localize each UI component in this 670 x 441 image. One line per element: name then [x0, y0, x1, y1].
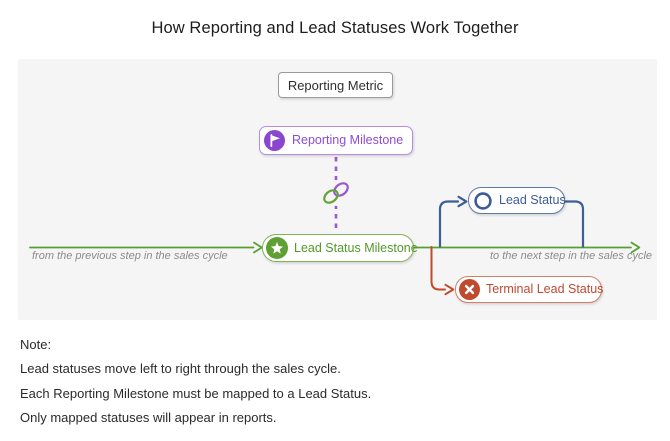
green-flow-line: [29, 241, 641, 254]
red-connector: [430, 246, 455, 296]
blue-connector: [438, 195, 585, 248]
x-circle-icon: [459, 279, 480, 300]
circle-icon: [474, 191, 492, 210]
lead-status-box: Lead Status: [468, 187, 566, 214]
terminal-lead-status-box: Terminal Lead Status: [455, 276, 604, 303]
terminal-lead-status-label: Terminal Lead Status: [486, 282, 604, 297]
reporting-metric-box: Reporting Metric: [278, 72, 393, 98]
reporting-metric-label: Reporting Metric: [287, 77, 384, 93]
note-heading: Note:: [20, 337, 52, 352]
to-next-step-caption: to the next step in the sales cycle: [490, 250, 653, 262]
page-title: How Reporting and Lead Statuses Work Tog…: [151, 19, 519, 37]
reporting-milestone-box: Reporting Milestone: [259, 126, 413, 155]
note-line: Only mapped statuses will appear in repo…: [20, 410, 277, 425]
star-icon: [266, 237, 288, 259]
reporting-milestone-label: Reporting Milestone: [292, 133, 404, 148]
flag-icon: [264, 130, 285, 151]
note-line: Lead statuses move left to right through…: [20, 361, 341, 376]
link-rings-icon: [323, 180, 349, 206]
note-line: Each Reporting Milestone must be mapped …: [20, 386, 372, 401]
lead-status-milestone-label: Lead Status Milestone: [294, 240, 418, 255]
from-previous-step-caption: from the previous step in the sales cycl…: [32, 250, 228, 262]
lead-status-milestone-box: Lead Status Milestone: [262, 234, 418, 262]
lead-status-label: Lead Status: [499, 193, 566, 208]
